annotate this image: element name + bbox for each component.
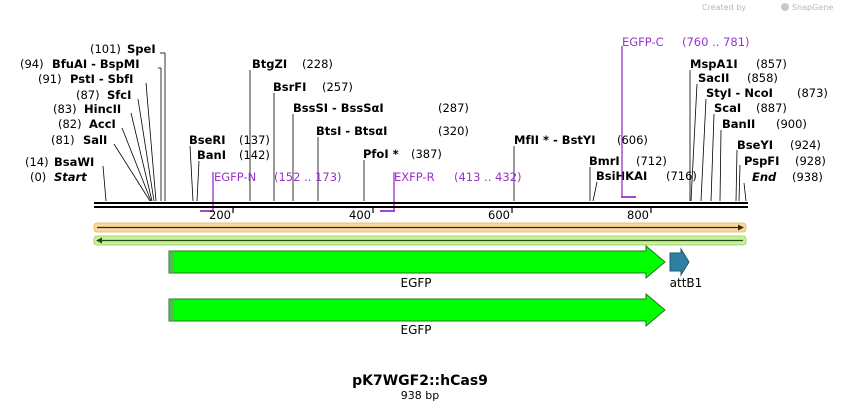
- enzyme-pos: (142): [239, 148, 270, 162]
- enzyme-pos: (857): [756, 57, 787, 71]
- primer-name: EGFP-C: [622, 35, 664, 49]
- enzyme-name: SalI: [83, 133, 107, 147]
- enzyme-pos: (287): [438, 101, 469, 115]
- enzyme-connector-lines: [102, 52, 747, 202]
- primer-exfp-r[interactable]: EXFP-R (413 .. 432): [380, 170, 522, 212]
- enzyme-pos: (82): [58, 117, 82, 131]
- enzyme-pos: (137): [239, 133, 270, 147]
- primer-name: EGFP-N: [214, 170, 256, 184]
- enzyme-pos: (101): [90, 42, 121, 56]
- enzyme-labels-middle: BtgZI (228) BsrFI (257) BssSI - BssSαI (…: [189, 57, 697, 183]
- enzyme-pos: (228): [302, 57, 333, 71]
- enzyme-name: BsrFI: [273, 80, 306, 94]
- enzyme-pos: (14): [25, 155, 49, 169]
- enzyme-name: StyI - NcoI: [706, 86, 773, 100]
- enzyme-pos: (938): [792, 170, 823, 184]
- enzyme-name: MspA1I: [690, 57, 738, 71]
- credit-text: Created by: [702, 3, 746, 12]
- primer-range: (413 .. 432): [454, 170, 522, 184]
- enzyme-name: PfoI *: [363, 147, 399, 161]
- primers: EGFP-N (152 .. 173) EXFP-R (413 .. 432) …: [200, 35, 750, 212]
- enzyme-pos: (606): [617, 133, 648, 147]
- enzyme-name: BseRI: [189, 133, 226, 147]
- enzyme-pos: (87): [76, 88, 100, 102]
- enzyme-name: BmrI: [589, 154, 620, 168]
- enzyme-pos: (924): [790, 138, 821, 152]
- enzyme-name: SpeI: [127, 42, 156, 56]
- primer-egfp-n[interactable]: EGFP-N (152 .. 173): [200, 170, 342, 212]
- enzyme-name: MfII * - BstYI: [514, 133, 596, 147]
- enzyme-pos: (91): [38, 72, 62, 86]
- map-end-label: End: [752, 170, 777, 184]
- primer-range: (152 .. 173): [274, 170, 342, 184]
- snapgene-credit: Created by SnapGene: [702, 3, 833, 12]
- feature-label: EGFP: [400, 276, 431, 290]
- feature-label: attB1: [670, 276, 703, 290]
- enzyme-pos: (0): [30, 170, 46, 184]
- ruler-tick-label: 600: [488, 208, 510, 222]
- enzyme-name: BtsI - BtsαI: [316, 124, 387, 138]
- enzyme-name: SacII: [698, 71, 729, 85]
- feature-label: EGFP: [400, 323, 431, 337]
- enzyme-pos: (712): [636, 154, 667, 168]
- map-start-label: Start: [54, 170, 87, 184]
- enzyme-name: BseYI: [737, 138, 773, 152]
- enzyme-name: AccI: [89, 117, 116, 131]
- enzyme-name: SfcI: [107, 88, 131, 102]
- primer-egfp-c[interactable]: EGFP-C (760 .. 781): [621, 35, 750, 198]
- feature-egfp[interactable]: EGFP: [168, 244, 666, 290]
- feature-egfp-2[interactable]: EGFP: [168, 292, 666, 337]
- enzyme-pos: (928): [795, 154, 826, 168]
- enzyme-pos: (858): [747, 71, 778, 85]
- enzyme-name: BssSI - BssSαI: [293, 101, 384, 115]
- map-length: 938 bp: [401, 389, 439, 402]
- sequence-ruler: 200 400 600 800: [94, 202, 748, 222]
- enzyme-pos: (257): [322, 80, 353, 94]
- orf-forward[interactable]: [93, 222, 747, 233]
- snapgene-logo-icon: [781, 3, 789, 11]
- ruler-tick-label: 200: [209, 208, 231, 222]
- orf-reverse[interactable]: [93, 235, 747, 246]
- enzyme-pos: (320): [438, 124, 469, 138]
- enzyme-pos: (873): [797, 86, 828, 100]
- primer-name: EXFP-R: [394, 170, 435, 184]
- enzyme-name: PspFI: [744, 154, 779, 168]
- enzyme-name: BtgZI: [252, 57, 287, 71]
- enzyme-labels-right: MspA1I (857) SacII (858) StyI - NcoI (87…: [690, 57, 828, 184]
- map-title: pK7WGF2::hCas9: [352, 373, 488, 389]
- primer-range: (760 .. 781): [682, 35, 750, 49]
- enzyme-pos: (900): [776, 117, 807, 131]
- ruler-tick-marks: [232, 207, 652, 213]
- enzyme-labels-left: (101) SpeI (94) BfuAI - BspMI (91) PstI …: [20, 42, 156, 184]
- enzyme-name: ScaI: [714, 101, 741, 115]
- ruler-tick-label: 400: [349, 208, 371, 222]
- enzyme-name: HincII: [84, 102, 121, 116]
- credit-brand: SnapGene: [792, 3, 833, 12]
- enzyme-pos: (887): [756, 101, 787, 115]
- enzyme-name: BanII: [722, 117, 755, 131]
- enzyme-name: BsaWI: [54, 155, 94, 169]
- enzyme-pos: (83): [53, 102, 77, 116]
- enzyme-pos: (81): [51, 133, 75, 147]
- enzyme-pos: (716): [666, 169, 697, 183]
- enzyme-name: PstI - SbfI: [70, 72, 133, 86]
- enzyme-pos: (94): [20, 57, 44, 71]
- enzyme-pos: (387): [411, 147, 442, 161]
- feature-attb1[interactable]: attB1: [669, 247, 703, 290]
- enzyme-name: BfuAI - BspMI: [52, 57, 139, 71]
- ruler-tick-label: 800: [627, 208, 649, 222]
- enzyme-name: BanI: [197, 148, 226, 162]
